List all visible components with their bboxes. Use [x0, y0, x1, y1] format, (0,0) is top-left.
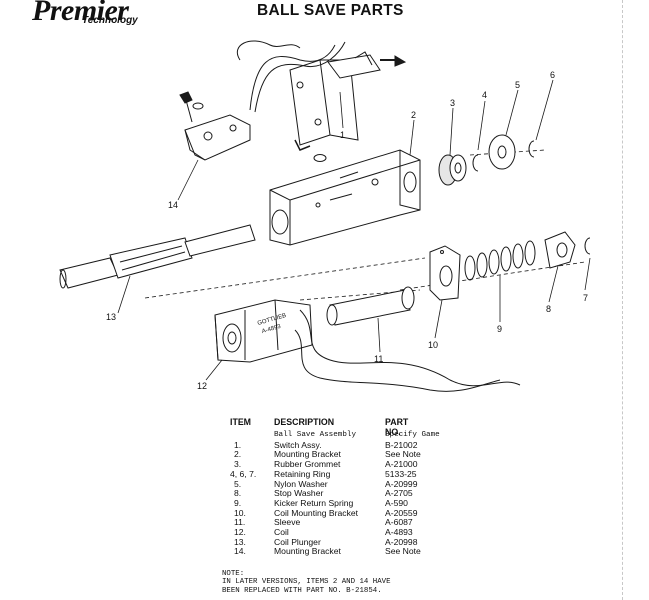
row-description: Kicker Return Spring [274, 497, 354, 508]
row-part-no: B-21002 [385, 439, 418, 450]
stop-washer [544, 231, 576, 269]
row-description: Coil Plunger [274, 536, 321, 547]
callout-1: 1 [340, 130, 345, 140]
note-label: NOTE: [222, 570, 245, 578]
callout-10: 10 [428, 340, 438, 350]
sleeve [326, 286, 415, 326]
row-part-no: A-20998 [385, 536, 418, 547]
row-item: 8. [234, 488, 242, 499]
switch-assembly [237, 40, 407, 146]
row-description: Ball Save Assembly [274, 431, 357, 439]
row-part-no: 5133-25 [385, 468, 417, 479]
callout-8: 8 [546, 304, 551, 314]
row-item: 4, 6, 7. [230, 468, 257, 479]
row-description: Mounting Bracket [274, 449, 341, 460]
callout-3: 3 [450, 98, 455, 108]
replacement-note: NOTE: IN LATER VERSIONS, ITEMS 2 AND 14 … [222, 570, 391, 595]
callout-7: 7 [583, 293, 588, 303]
callout-4: 4 [482, 90, 487, 100]
note-line-1: IN LATER VERSIONS, ITEMS 2 AND 14 HAVE [222, 578, 391, 587]
row-description: Nylon Washer [274, 478, 328, 489]
page-edge [622, 0, 626, 600]
row-item: 5. [234, 478, 242, 489]
exploded-parts-diagram: GOTTLIEB A-4893 1 2 3 4 5 6 7 8 9 10 11 … [59, 40, 591, 392]
row-item: 11. [234, 517, 246, 528]
row-description: Mounting Bracket [274, 546, 341, 557]
row-item: 1. [234, 439, 242, 450]
kicker-return-spring [464, 240, 536, 281]
row-part-no: A-20559 [385, 507, 418, 518]
callout-2: 2 [411, 110, 416, 120]
row-description: Switch Assy. [274, 439, 322, 450]
coil-label-line2: A-4893 [261, 324, 282, 335]
page-title: BALL SAVE PARTS [257, 2, 404, 19]
callout-11: 11 [374, 354, 383, 364]
callout-14: 14 [168, 200, 178, 210]
leader-lines [117, 79, 591, 381]
row-part-no: See Note [385, 449, 421, 460]
row-part-no: Specify Game [385, 431, 440, 439]
row-description: Coil Mounting Bracket [274, 507, 359, 518]
mounting-bracket-small [179, 91, 327, 162]
row-part-no: A-6087 [385, 517, 413, 528]
callout-5: 5 [515, 80, 520, 90]
nylon-washer [488, 134, 516, 170]
row-item: 3. [234, 459, 242, 470]
row-part-no: A-4893 [385, 527, 413, 537]
callout-9: 9 [497, 324, 502, 334]
row-description: Retaining Ring [274, 468, 331, 479]
row-item: 14. [234, 546, 246, 557]
coil [214, 299, 521, 392]
callout-13: 13 [106, 312, 116, 322]
coil-mounting-bracket [429, 245, 461, 301]
row-part-no: A-590 [385, 497, 408, 508]
row-description: Stop Washer [274, 488, 324, 499]
row-item: 2. [234, 449, 242, 460]
header-part-no: PART NO. [385, 417, 409, 437]
row-item: 9. [234, 497, 242, 508]
row-part-no: A-20999 [385, 478, 418, 489]
retaining-rings [472, 140, 591, 255]
row-item: 10. [234, 507, 246, 518]
header-item: ITEM [230, 417, 252, 427]
long-u-bracket [269, 149, 421, 246]
header-description: DESCRIPTION [274, 417, 335, 427]
row-description: Coil [274, 527, 289, 537]
callout-6: 6 [550, 70, 555, 80]
row-description: Rubber Grommet [274, 459, 341, 470]
row-part-no: A-21000 [385, 459, 418, 470]
row-item: 12. [234, 527, 246, 537]
brand-subtitle: Technology [82, 15, 138, 26]
brand-logo: Premier [32, 0, 129, 27]
row-part-no: See Note [385, 546, 421, 557]
callout-12: 12 [197, 381, 207, 391]
note-line-2: BEEN REPLACED WITH PART NO. B-21854. [222, 586, 382, 595]
row-item: 13. [234, 536, 246, 547]
row-description: Sleeve [274, 517, 301, 528]
coil-plunger [59, 224, 256, 289]
rubber-grommet [438, 154, 467, 186]
row-part-no: A-2705 [385, 488, 413, 499]
